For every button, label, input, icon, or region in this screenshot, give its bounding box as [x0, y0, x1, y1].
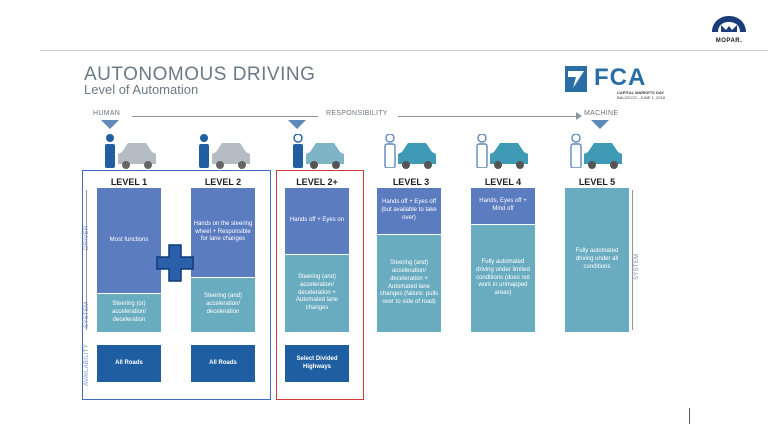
car-icon [306, 143, 344, 169]
driver-figure-icon [199, 134, 209, 168]
level-1-system-box: Steering (or) acceleration/ deceleration [97, 294, 161, 332]
responsibility-line-right [398, 116, 576, 117]
level-2-availability-box: All Roads [191, 345, 255, 382]
mopar-wordmark: MOPAR. [715, 38, 743, 44]
machine-label: MACHINE [584, 110, 619, 117]
page-subtitle: Level of Automation [84, 82, 199, 97]
fca-event-date: BALOCCO - JUNE 1, 2018 [617, 95, 666, 100]
side-divider-right [632, 190, 633, 330]
plus-icon [156, 244, 194, 282]
arrow-right-icon [576, 112, 582, 120]
level-2plus-system-box: Steering (and) acceleration/ deceleratio… [285, 255, 349, 332]
driver-figure-icon [293, 134, 303, 168]
chevron-down-icon [101, 120, 119, 129]
level-1-availability-box: All Roads [97, 345, 161, 382]
page-title: AUTONOMOUS DRIVING [84, 64, 316, 85]
car-icon [490, 143, 528, 169]
car-icon [118, 143, 156, 169]
side-divider [86, 190, 87, 330]
driver-figure-icon [476, 134, 488, 168]
level-2plus-label: LEVEL 2+ [296, 177, 338, 187]
level-5-system-box: Fully automated driving under all condit… [565, 188, 629, 332]
level-4-system-box: Fully automated driving under limited co… [471, 225, 535, 332]
driver-figure-icon [384, 134, 396, 168]
driver-figure-icon [570, 134, 582, 168]
chevron-down-icon [288, 120, 306, 129]
chevron-down-icon [591, 120, 609, 129]
car-icon [398, 143, 436, 169]
responsibility-line-left [132, 116, 318, 117]
header-divider [40, 50, 768, 51]
text-cursor [689, 408, 690, 424]
fca-logo-icon [565, 66, 587, 92]
fca-event-title: CAPITAL MARKETS DAY [617, 90, 665, 95]
level-5-label: LEVEL 5 [578, 177, 616, 187]
car-icon [584, 143, 622, 169]
availability-side-label: AVAILABILITY [84, 343, 90, 386]
car-icon [212, 143, 250, 169]
level-1-driver-box: Most functions [97, 188, 161, 293]
level-2plus-frame [276, 170, 364, 400]
system-side-label-right: SYSTEM [634, 253, 640, 280]
level-1-label: LEVEL 1 [110, 177, 148, 187]
level-2-driver-box: Hands on the steering wheel + Responsibl… [191, 188, 255, 277]
level-4-driver-box: Hands, Eyes off + Mind off [471, 188, 535, 224]
level-3-system-box: Steering (and) acceleration/ deceleratio… [377, 235, 441, 332]
system-side-label: SYSTEM [84, 301, 90, 328]
fca-wordmark: FCA [594, 64, 647, 91]
level-2plus-availability-box: Select Divided Highways [285, 345, 349, 382]
level-4-label: LEVEL 4 [484, 177, 522, 187]
level-2-system-box: Steering (and) acceleration/ deceleratio… [191, 278, 255, 332]
level-3-driver-box: Hands off + Eyes off (but available to t… [377, 188, 441, 234]
responsibility-label: RESPONSIBILITY [326, 110, 388, 117]
level-2-label: LEVEL 2 [204, 177, 242, 187]
driver-figure-icon [105, 134, 115, 168]
human-label: HUMAN [93, 110, 121, 117]
levels-1-2-frame [82, 170, 271, 400]
driver-side-label: DRIVER [84, 225, 90, 250]
level-3-label: LEVEL 3 [392, 177, 430, 187]
mopar-logo-icon [712, 16, 746, 32]
level-2plus-driver-box: Hands off + Eyes on [285, 188, 349, 254]
